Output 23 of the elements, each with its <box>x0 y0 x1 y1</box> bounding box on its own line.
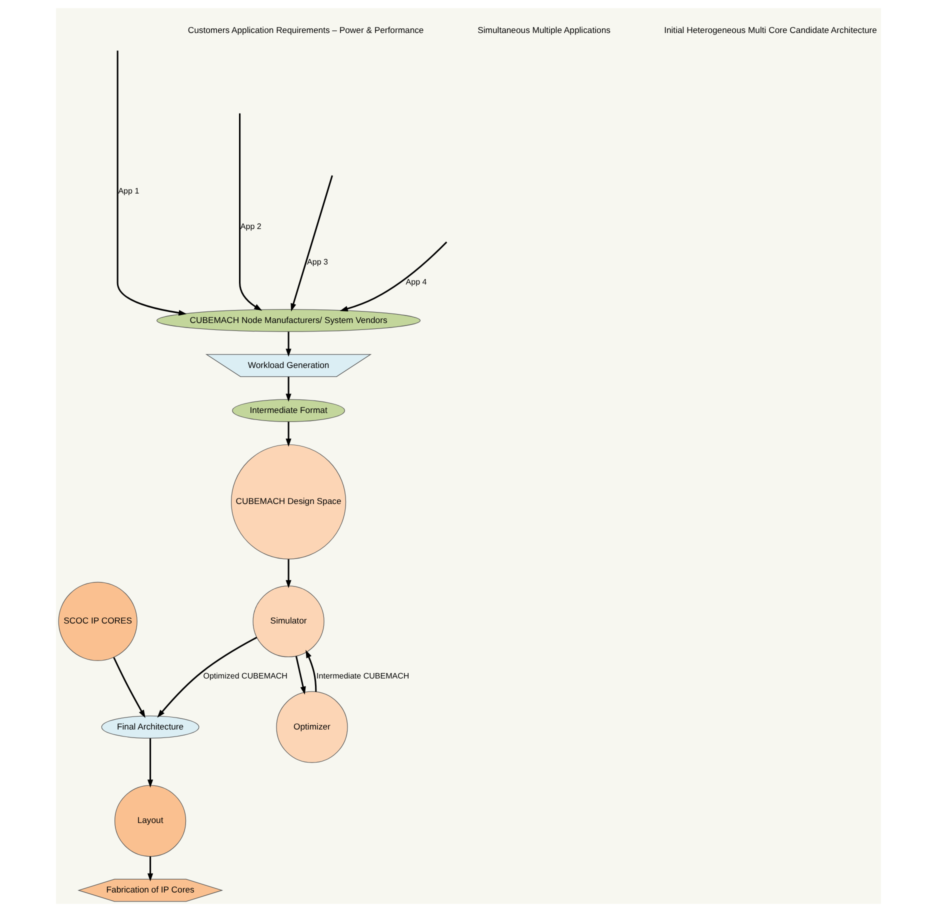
node-circle: Optimizer <box>276 691 348 763</box>
arrow <box>146 856 153 882</box>
node-circle: Layout <box>114 785 186 857</box>
node-circle: CUBEMACH Design Space <box>230 444 346 560</box>
arrow <box>238 113 262 311</box>
arrow <box>305 650 316 692</box>
arrow <box>116 50 186 316</box>
arrow <box>285 422 291 447</box>
arrow <box>290 175 332 312</box>
label: Simultaneous Multiple Applications <box>477 24 610 35</box>
arrow <box>294 656 306 695</box>
arrow <box>146 738 153 788</box>
node-circle: SCOC IP CORES <box>58 582 137 661</box>
node-ellipse: Intermediate Format <box>232 399 344 422</box>
arrow <box>285 332 291 357</box>
arrow <box>285 376 291 402</box>
node-ellipse: Final Architecture <box>100 716 199 738</box>
arrow <box>112 657 145 718</box>
arrow <box>156 636 257 718</box>
arrow <box>339 242 447 312</box>
label: Customers Application Requirements – Power & Performance <box>187 24 424 35</box>
arrow <box>285 559 291 588</box>
label: Initial Heterogeneous Multi Core Candidate Architecture <box>664 24 876 35</box>
